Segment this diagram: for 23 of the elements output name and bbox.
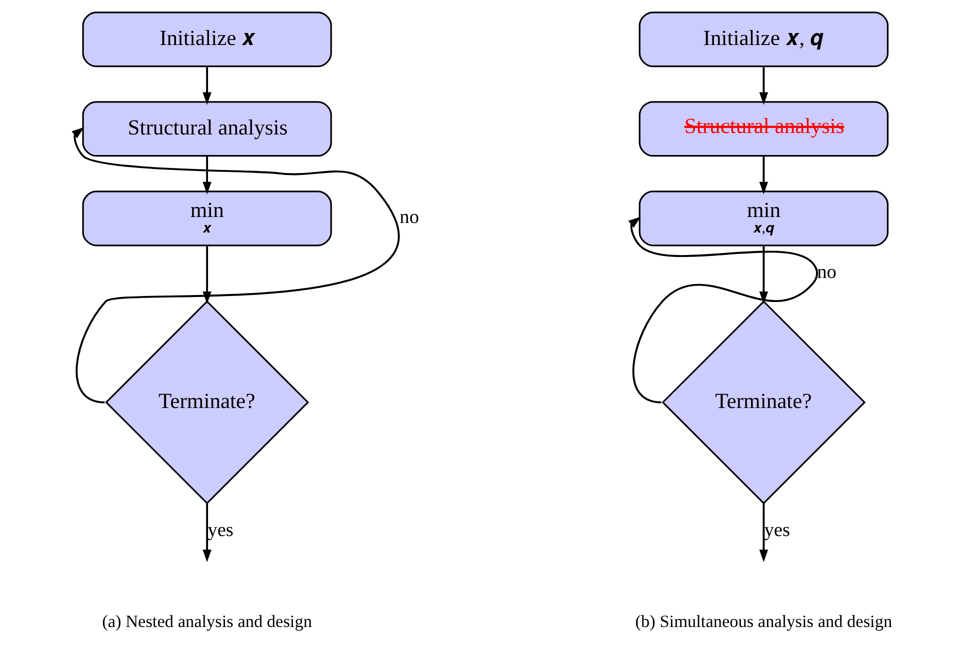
node-box: Initialize 𝒙 bbox=[82, 12, 332, 68]
arrow bbox=[759, 66, 768, 105]
label: (a) Nested analysis and design bbox=[102, 612, 312, 631]
arrow bbox=[759, 246, 768, 304]
node-box: min 𝒙,𝒒 bbox=[638, 190, 889, 246]
node-box: Initialize 𝒙, 𝒒 bbox=[638, 12, 889, 68]
edge-label: no bbox=[817, 262, 836, 284]
node-box: Structural analysis bbox=[82, 101, 332, 157]
arrow bbox=[759, 503, 768, 562]
node-box: min 𝒙 bbox=[82, 190, 332, 246]
edge-label: yes bbox=[208, 520, 234, 541]
arrow bbox=[202, 503, 212, 562]
arrow bbox=[72, 127, 398, 404]
arrow bbox=[202, 156, 212, 194]
edge-label: no bbox=[400, 207, 420, 228]
arrow bbox=[759, 156, 768, 194]
arrow bbox=[202, 66, 212, 105]
node-diamond: Terminate? bbox=[105, 300, 310, 504]
node-box: Structural analysis bbox=[638, 101, 889, 157]
edge-label: yes bbox=[764, 520, 790, 541]
arrow bbox=[628, 216, 818, 404]
node-diamond: Terminate? bbox=[662, 300, 866, 504]
label: (b) Simultaneous analysis and design bbox=[635, 612, 892, 631]
